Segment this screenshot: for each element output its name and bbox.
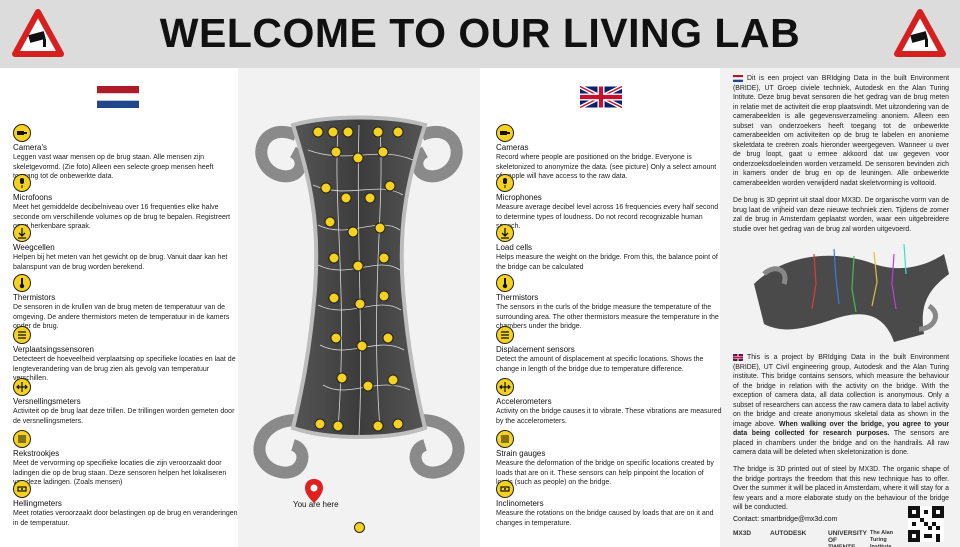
- sensor-title: Versnellingsmeters: [13, 397, 81, 406]
- mx3d-logo: MX3D: [733, 530, 752, 537]
- sensor-description: Helpen bij het meten van het gewicht op …: [13, 254, 228, 271]
- netherlands-flag-icon: [97, 86, 139, 108]
- bridge-sensor-markers: [312, 126, 404, 432]
- info-text: This is a project by BRIdging Data in th…: [733, 354, 949, 428]
- thermometer-icon: [13, 274, 31, 292]
- accelerometer-icon: [496, 378, 514, 396]
- sensor-title: Accelerometers: [496, 397, 552, 406]
- sensor-description: Detecteert de hoeveelheid verplaatsing o…: [13, 356, 236, 383]
- inclinometer-icon: [13, 480, 31, 498]
- sensor-title: Microphones: [496, 193, 542, 202]
- page-title: WELCOME TO OUR LIVING LAB: [159, 10, 801, 56]
- sensor-description: Meet de vervorming op specifieke locatie…: [13, 460, 227, 487]
- sensor-description: Detect the amount of displacement at spe…: [496, 356, 704, 373]
- sensor-description: Activiteit op de brug laat deze trillen.…: [13, 408, 235, 425]
- sensor-description: Meet rotaties veroorzaakt door belasting…: [13, 510, 238, 527]
- thermometer-icon: [496, 274, 514, 292]
- camera-icon: [354, 522, 365, 533]
- load-cell-icon: [13, 224, 31, 242]
- sensor-description: The sensors in the curls of the bridge m…: [496, 304, 719, 331]
- autodesk-logo: AUTODESK: [770, 530, 807, 537]
- sensor-title: Strain gauges: [496, 449, 546, 458]
- qr-code-icon[interactable]: [908, 506, 944, 542]
- load-cell-icon: [496, 224, 514, 242]
- bridge-curl-bottom-right: [409, 414, 465, 479]
- sensor-title: Load cells: [496, 243, 533, 252]
- bridge-sensor-map: [253, 115, 465, 479]
- microphone-icon: [13, 174, 31, 192]
- sensor-title: Thermistors: [13, 293, 56, 302]
- you-are-here-label: You are here: [293, 500, 339, 509]
- sensor-title: Thermistors: [496, 293, 539, 302]
- english-column: [480, 68, 720, 547]
- united-kingdom-flag-icon: [580, 86, 622, 108]
- inclinometer-icon: [496, 480, 514, 498]
- bridge-curl-bottom-left: [253, 414, 309, 479]
- info-paragraph-en-1: This is a project by BRIdging Data in th…: [733, 353, 949, 458]
- netherlands-flag-icon: [733, 74, 743, 82]
- info-paragraph-en-2: The bridge is 3D printed out of steel by…: [733, 466, 949, 511]
- university-of-twente-logo: UNIVERSITY OF TWENTE.: [828, 530, 867, 547]
- sensor-title: Displacement sensors: [496, 345, 575, 354]
- sensor-description: Measure average decibel level across 16 …: [496, 204, 719, 230]
- camera-icon: [496, 124, 514, 142]
- sensor-description: Meet het gemiddelde decibelniveau over 1…: [13, 204, 231, 231]
- sensor-title: Microfoons: [13, 193, 53, 202]
- info-text: Dit is een project van BRIdging Data in …: [733, 75, 949, 187]
- alan-turing-institute-logo: The Alan Turing Institute: [870, 530, 894, 547]
- info-text: The sensors are placed in chambers under…: [733, 430, 949, 456]
- sensor-description: Activity on the bridge causes it to vibr…: [496, 408, 722, 425]
- header-band: [0, 0, 960, 68]
- sensor-description: Record where people are positioned on th…: [496, 154, 717, 181]
- info-paragraph-nl-1: Dit is een project van BRIdging Data in …: [733, 74, 949, 188]
- sensor-description: Measure the deformation of the bridge on…: [496, 460, 714, 487]
- sensor-title: Inclinometers: [496, 499, 544, 508]
- camera-warning-icon: [12, 9, 64, 57]
- sensor-title: Weegcellen: [13, 243, 55, 252]
- strain-gauge-icon: [496, 430, 514, 448]
- strain-gauge-icon: [13, 430, 31, 448]
- sensor-title: Verplaatsingssensoren: [13, 345, 94, 354]
- accelerometer-icon: [13, 378, 31, 396]
- displacement-icon: [13, 326, 31, 344]
- united-kingdom-flag-icon: [733, 353, 743, 361]
- sensor-title: Cameras: [496, 143, 529, 152]
- sensor-title: Hellingmeters: [13, 499, 62, 508]
- camera-icon: [13, 124, 31, 142]
- location-pin-icon: [305, 479, 323, 503]
- microphone-icon: [496, 174, 514, 192]
- sensor-description: Measure the rotations on the bridge caus…: [496, 510, 714, 527]
- displacement-icon: [496, 326, 514, 344]
- sensor-title: Camera's: [13, 143, 47, 152]
- sensor-description: Helps measure the weight on the bridge. …: [496, 254, 718, 271]
- bridge-deck: [290, 115, 428, 439]
- sensor-description: De sensoren in de krullen van de brug me…: [13, 304, 230, 331]
- consent-notice: When walking over the bridge, you agree …: [733, 420, 949, 438]
- skeleton-data-bridge-image: [754, 243, 949, 342]
- sensor-description: Leggen vast waar mensen op de brug staan…: [13, 154, 214, 181]
- camera-warning-icon: [894, 9, 946, 57]
- bridge-curl-top-left: [255, 126, 307, 183]
- bridge-curl-top-right: [411, 126, 463, 183]
- info-paragraph-nl-2: De brug is 3D geprint uit staal door MX3…: [733, 197, 949, 233]
- sensor-title: Rekstrookjes: [13, 449, 60, 458]
- contact-email[interactable]: Contact: smartbridge@mx3d.com: [733, 516, 838, 523]
- dutch-column: [0, 68, 238, 547]
